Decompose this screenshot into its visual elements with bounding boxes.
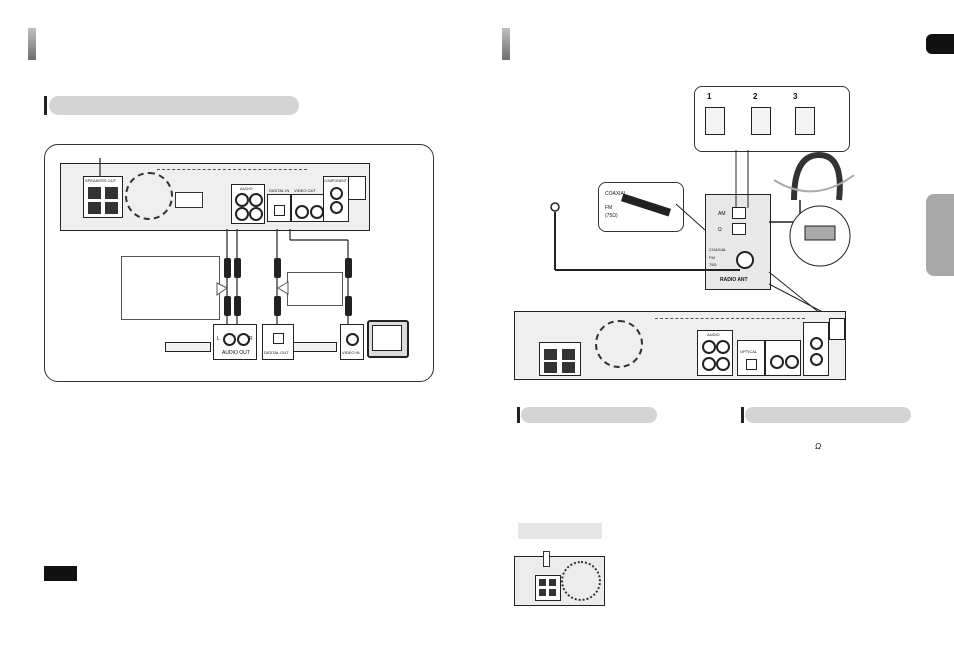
mini-fan-dotted-ring xyxy=(561,561,601,601)
chapter-side-tab xyxy=(926,194,954,276)
component-out-block-right xyxy=(803,322,829,376)
radio-75ohm-label: 75Ω xyxy=(709,262,717,267)
digital-in-block: DIGITAL IN xyxy=(267,188,291,222)
right-section-1-marker xyxy=(517,407,520,423)
page-tab-top xyxy=(926,34,954,54)
am-loop-antenna-icon xyxy=(773,151,855,201)
digital-in-label: DIGITAL IN xyxy=(269,188,290,193)
radio-fm-ohm-label: Ω xyxy=(718,227,722,233)
terminal-clip-1 xyxy=(705,107,725,135)
component-out-label: COMPONENT OUT xyxy=(324,179,356,183)
antenna-terminal xyxy=(348,176,366,200)
digital-cable-callout xyxy=(287,272,343,306)
right-section-2-marker xyxy=(741,407,744,423)
radio-am-label: AM xyxy=(718,211,726,217)
note-badge xyxy=(44,566,77,581)
step-3-label: 3 xyxy=(793,92,798,101)
audio-input-jacks: AUDIO xyxy=(231,184,265,224)
right-section-2-bar xyxy=(745,407,911,423)
digital-out-label: DIGITAL OUT xyxy=(264,350,289,355)
radio-antenna-panel: AM Ω COAXIAL FM 75Ω RADIO ANT xyxy=(705,194,771,290)
step-2-label: 2 xyxy=(753,92,758,101)
television-icon xyxy=(367,320,409,358)
step-1-label: 1 xyxy=(707,92,712,101)
mini-rear-panel xyxy=(514,551,605,606)
coaxial-callout-ohm: (75Ω) xyxy=(605,213,618,219)
video-out-block: VIDEO OUT xyxy=(291,188,325,222)
terminal-clip-3 xyxy=(795,107,815,135)
video-out-label: VIDEO OUT xyxy=(294,188,317,193)
main-unit-rear-panel: SPEAKERS OUT AUDIO DIGITAL IN VIDEO OUT … xyxy=(60,163,370,231)
connection-diagram-frame xyxy=(44,144,434,382)
speaker-terminal-label: SPEAKERS OUT xyxy=(85,178,117,183)
left-header-bar xyxy=(28,28,36,60)
main-unit-rear-panel-right: AUDIO OPTICAL xyxy=(514,311,846,380)
coaxial-callout-fm: FM xyxy=(605,205,613,211)
left-section-marker xyxy=(44,96,47,115)
speaker-terminal-block-right xyxy=(539,342,581,376)
audio-out-label: AUDIO OUT xyxy=(222,350,250,356)
radio-coaxial-label: COAXIAL xyxy=(709,247,727,252)
digital-callout-pointer xyxy=(277,281,289,295)
source-device-1 xyxy=(165,342,211,352)
radio-ant-title: RADIO ANT xyxy=(720,277,748,283)
audio-r-label: R xyxy=(249,336,253,342)
right-header-bar xyxy=(502,28,510,60)
coaxial-callout-title: COAXIAL xyxy=(605,191,627,197)
speaker-terminal-block: SPEAKERS OUT xyxy=(83,176,123,218)
right-section-1-bar xyxy=(521,407,657,423)
video-in-label: VIDEO IN xyxy=(342,350,360,355)
small-label-plate xyxy=(175,192,203,208)
left-section-heading-bar xyxy=(49,96,299,115)
fm-coaxial-jack xyxy=(736,251,754,269)
cooling-fan-right xyxy=(595,320,643,368)
terminal-clip-2 xyxy=(751,107,771,135)
antenna-assembly-steps: 1 2 3 xyxy=(694,86,850,152)
audio-out-panel: L R AUDIO OUT xyxy=(213,324,257,360)
audio-l-label: L xyxy=(217,336,220,342)
radio-fm-label: FM xyxy=(709,255,715,260)
digital-in-block-right: OPTICAL xyxy=(737,340,765,376)
audio-label-right: AUDIO xyxy=(707,332,720,337)
audio-callout-pointer xyxy=(216,282,228,296)
audio-jacks-right: AUDIO xyxy=(697,330,733,376)
radio-ant-terminal-right xyxy=(829,318,845,340)
audio-panel-label: AUDIO xyxy=(240,186,253,191)
video-in-panel: VIDEO IN xyxy=(340,324,364,360)
video-out-block-right xyxy=(765,340,801,376)
coaxial-callout: COAXIAL FM (75Ω) xyxy=(598,182,684,232)
caution-heading-bar xyxy=(518,523,602,539)
source-device-2 xyxy=(293,342,337,352)
cooling-fan xyxy=(125,172,173,220)
digital-out-panel: DIGITAL OUT xyxy=(262,324,294,360)
fm-ohm-symbol: Ω xyxy=(815,442,822,451)
optical-label: OPTICAL xyxy=(740,349,758,354)
audio-cable-callout xyxy=(121,256,220,320)
